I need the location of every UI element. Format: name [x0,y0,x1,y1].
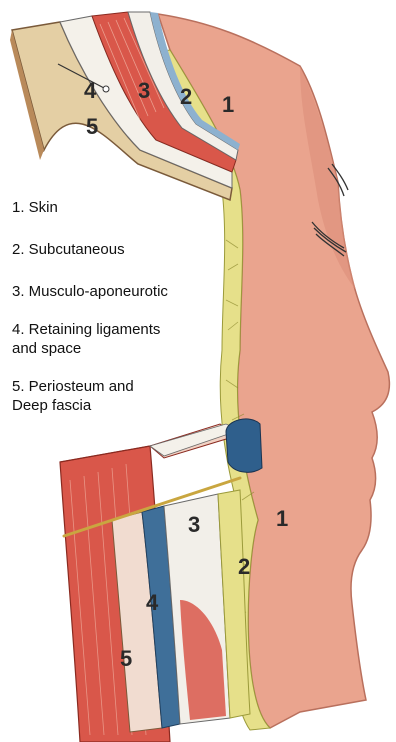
lower-layer-block [60,419,262,742]
label-bottom-5: 5 [120,646,132,671]
label-top-1: 1 [222,92,234,117]
legend-item-periosteum: 5. Periosteum and Deep fascia [12,377,222,415]
label-top-4: 4 [84,78,97,103]
label-top-2: 2 [180,84,192,109]
layers-legend: 1. Skin 2. Subcutaneous 3. Musculo-apone… [12,198,222,415]
label-bottom-1: 1 [276,506,288,531]
label-bottom-2: 2 [238,554,250,579]
legend-item-skin: 1. Skin [12,198,222,217]
legend-item-musculo-aponeurotic: 3. Musculo-aponeurotic [12,282,222,301]
label-top-5: 5 [86,114,98,139]
label-top-3: 3 [138,78,150,103]
label-bottom-4: 4 [146,590,159,615]
ligament-cylinder [226,419,262,472]
label-bottom-3: 3 [188,512,200,537]
legend-item-subcutaneous: 2. Subcutaneous [12,240,222,259]
legend-item-retaining-ligaments: 4. Retaining ligaments and space [12,320,222,358]
